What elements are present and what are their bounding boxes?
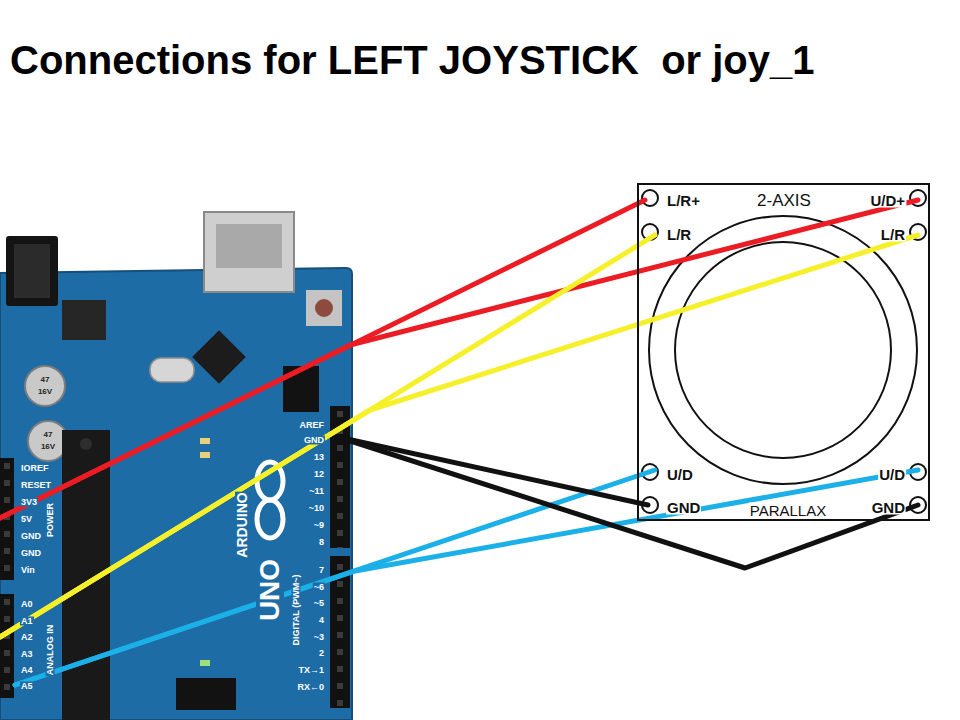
module-name: 2-AXIS <box>756 192 812 209</box>
pin-label: A3 <box>20 650 34 659</box>
capacitor-value: 47 <box>43 431 54 439</box>
led <box>200 438 210 444</box>
pin-header <box>0 594 14 698</box>
pin-label: GND <box>871 500 906 515</box>
usb-port <box>216 224 282 268</box>
pin-label: Vin <box>20 566 36 575</box>
pin-label: ~6 <box>313 583 325 592</box>
pin-label: ~5 <box>313 599 325 608</box>
pin-label: RESET <box>20 481 52 490</box>
pin-label: ~9 <box>313 521 325 530</box>
pin-label: 13 <box>313 453 325 462</box>
power-jack <box>14 244 50 298</box>
pin-label: GND <box>666 500 701 515</box>
pin-label: 5V <box>20 515 33 524</box>
jumper-wire <box>15 470 918 685</box>
header-label: ANALOG IN <box>46 624 55 677</box>
pin-label: 12 <box>313 470 325 479</box>
pin-label: 7 <box>318 566 325 575</box>
jumper-wire <box>0 235 918 637</box>
joystick-ring <box>675 242 891 458</box>
header-label: DIGITAL (PWM~) <box>292 574 301 647</box>
brand-name: ARDUINO <box>235 491 249 558</box>
power-jack <box>6 236 58 306</box>
pin-label: TX→1 <box>297 666 325 675</box>
jumper-wire <box>338 437 918 568</box>
joystick-module: L/R+ 2-AXIS U/D+ L/R L/R U/D U/D GND PARALLAX GND <box>637 183 930 521</box>
pin-label: ~11 <box>308 487 325 496</box>
header-label: POWER <box>46 502 55 538</box>
pin-label: 3V3 <box>20 498 38 507</box>
reset-button <box>306 290 342 326</box>
capacitor <box>25 366 65 406</box>
pin-label: A4 <box>20 666 34 675</box>
capacitor-value: 47 <box>40 376 51 384</box>
arduino-board: IOREFRESET3V35VGNDGNDVinPOWERA0A1A2A3A4A… <box>0 215 352 720</box>
usb-chip <box>192 330 246 384</box>
capacitor-value: 16V <box>40 443 56 451</box>
logo <box>257 500 283 538</box>
pin-label: A1 <box>20 617 34 626</box>
pin-label: GND <box>20 532 42 541</box>
pin-label: 8 <box>318 538 325 547</box>
icsp-header <box>176 678 236 710</box>
crystal <box>150 358 194 382</box>
reset-button <box>315 299 333 317</box>
pin-header <box>0 594 14 698</box>
led <box>200 452 210 458</box>
pin-label: A0 <box>20 600 34 609</box>
pin-label: L/R <box>880 227 906 242</box>
pin-label: RX←0 <box>296 683 325 692</box>
pin-label: AREF <box>299 421 326 430</box>
capacitor-value: 16V <box>37 388 53 396</box>
voltage-regulator <box>62 300 106 340</box>
pin-label: 2 <box>318 649 325 658</box>
pin-label: A2 <box>20 633 34 642</box>
maker-name: PARALLAX <box>749 503 827 518</box>
model-name: UNO <box>256 558 284 622</box>
joystick-module <box>642 190 926 513</box>
pin-label: U/D <box>878 467 906 482</box>
pin-label: GND <box>20 549 42 558</box>
usb-port <box>204 212 294 292</box>
arduino-board <box>0 212 352 720</box>
pin-label: IOREF <box>20 464 50 473</box>
pin-label: 4 <box>318 616 325 625</box>
jumper-wire <box>338 437 648 505</box>
pin-label: L/R <box>666 227 692 242</box>
pin-label: ~3 <box>313 633 325 642</box>
page-title: Connections for LEFT JOYSTICK or joy_1 <box>10 38 815 82</box>
pin-label: ~10 <box>308 504 325 513</box>
led <box>200 660 210 666</box>
pin-label: U/D <box>666 467 694 482</box>
jumper-wire <box>0 200 918 518</box>
chip-notch <box>80 438 92 450</box>
pin-label: GND <box>303 436 325 445</box>
pin-label: A5 <box>20 682 34 691</box>
pin-label: L/R+ <box>666 193 701 208</box>
pin-label: U/D+ <box>869 193 906 208</box>
